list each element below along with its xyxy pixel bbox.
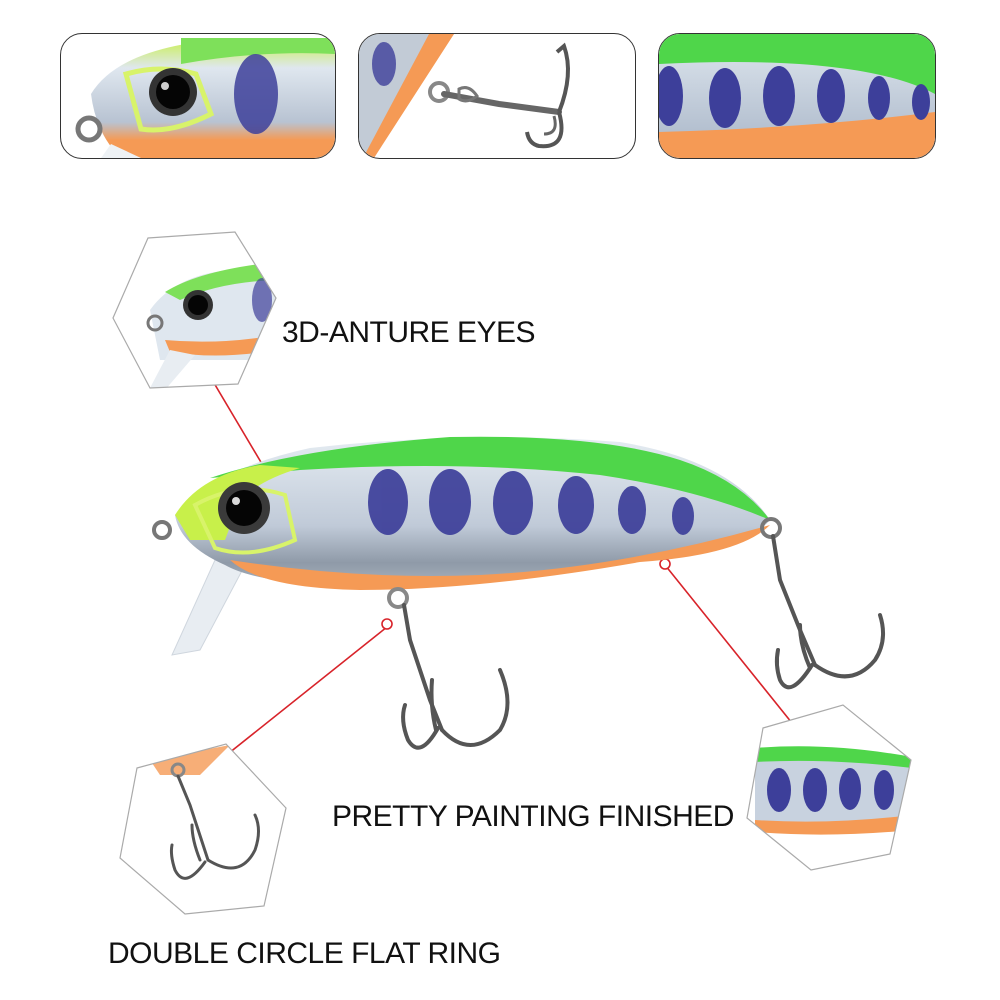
hex-paint-closeup	[746, 704, 912, 871]
thumbnail-hook	[358, 33, 636, 159]
lure-head-image	[75, 38, 335, 158]
hex-ring-closeup	[119, 743, 287, 915]
parr-marks	[368, 469, 694, 535]
rear-treble-hook	[771, 534, 886, 690]
belly-treble-hook	[387, 587, 510, 750]
callout-label-ring: DOUBLE CIRCLE FLAT RING	[108, 937, 501, 970]
body-paint-image	[659, 34, 935, 158]
thumbnail-body-paint	[658, 33, 936, 159]
hex-eyes-closeup	[112, 231, 277, 389]
thumbnail-head	[60, 33, 336, 159]
callout-label-paint: PRETTY PAINTING FINISHED	[332, 800, 734, 833]
hook-image	[359, 34, 570, 158]
callout-label-eyes: 3D-ANTURE EYES	[282, 316, 536, 349]
